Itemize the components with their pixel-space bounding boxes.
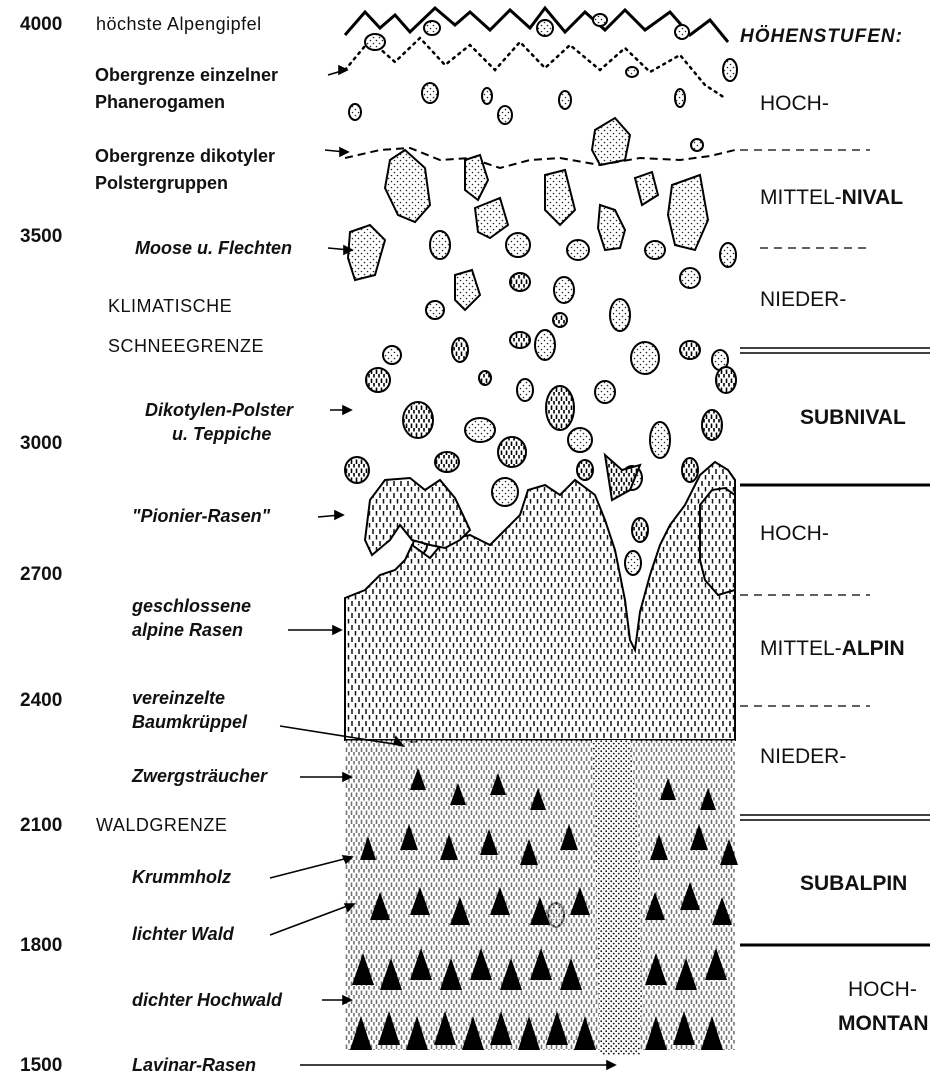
zone-nival-name: NIVAL: [842, 186, 903, 209]
zone-low-nival: NIEDER-: [760, 288, 846, 312]
zone-high-nival: HOCH-: [760, 92, 829, 116]
pioneer-turf-east: [700, 488, 735, 595]
zone-boundaries: [740, 150, 930, 945]
zone-alpine-name: ALPIN: [842, 637, 905, 660]
avalanche-track: [592, 740, 642, 1055]
label-mosses-lichens: Moose u. Flechten: [135, 238, 292, 259]
zones-title: HÖHENSTUFEN:: [740, 26, 903, 48]
mountain-crest: [345, 8, 728, 42]
zone-high-alpine: HOCH-: [760, 522, 829, 546]
zone-low-alpine: NIEDER-: [760, 745, 846, 769]
label-dicot-cushions-2: u. Teppiche: [172, 424, 271, 445]
zone-mid-alpine: MITTEL-ALPIN: [760, 637, 905, 661]
label-tree-cripples-1: vereinzelte: [132, 688, 225, 709]
altitude-3500: 3500: [20, 226, 62, 248]
label-phanerogam-limit-1: Obergrenze einzelner: [95, 65, 278, 86]
label-krummholz: Krummholz: [132, 867, 231, 888]
altitude-1500: 1500: [20, 1055, 62, 1077]
phanerogam-limit-line: [345, 38, 725, 98]
altitude-3000: 3000: [20, 433, 62, 455]
altitude-2400: 2400: [20, 690, 62, 712]
label-open-forest: lichter Wald: [132, 924, 234, 945]
label-phanerogam-limit-2: Phanerogamen: [95, 92, 225, 113]
label-closed-grass-2: alpine Rasen: [132, 620, 243, 641]
altitude-2700: 2700: [20, 564, 62, 586]
label-cushion-limit-1: Obergrenze dikotyler: [95, 146, 275, 167]
label-climatic-1: KLIMATISCHE: [108, 296, 232, 317]
zone-montane: MONTAN: [838, 1012, 929, 1036]
label-dwarf-shrubs: Zwergsträucher: [132, 766, 267, 787]
label-climatic-2: SCHNEEGRENZE: [108, 336, 264, 357]
label-closed-grass-1: geschlossene: [132, 596, 251, 617]
zone-mid-alpine-prefix: MITTEL-: [760, 637, 842, 660]
altitude-4000: 4000: [20, 14, 62, 36]
label-dicot-cushions-1: Dikotylen-Polster: [145, 400, 293, 421]
label-dense-forest: dichter Hochwald: [132, 990, 282, 1011]
zone-high-label: HOCH-: [848, 978, 917, 1002]
zone-mid-nival-prefix: MITTEL-: [760, 186, 842, 209]
altitude-2100: 2100: [20, 815, 62, 837]
label-tree-cripples-2: Baumkrüppel: [132, 712, 247, 733]
zone-subalpine: SUBALPIN: [800, 872, 907, 896]
label-pioneer-turf: "Pionier-Rasen": [132, 506, 270, 527]
label-avalanche-turf: Lavinar-Rasen: [132, 1055, 256, 1076]
zone-subnival: SUBNIVAL: [800, 406, 906, 430]
label-peaks: höchste Alpengipfel: [96, 14, 262, 35]
forest-base: [345, 740, 735, 1050]
label-cushion-limit-2: Polstergruppen: [95, 173, 228, 194]
zone-mid-nival: MITTEL-NIVAL: [760, 186, 903, 210]
altitude-1800: 1800: [20, 935, 62, 957]
label-timberline: WALDGRENZE: [96, 815, 227, 836]
